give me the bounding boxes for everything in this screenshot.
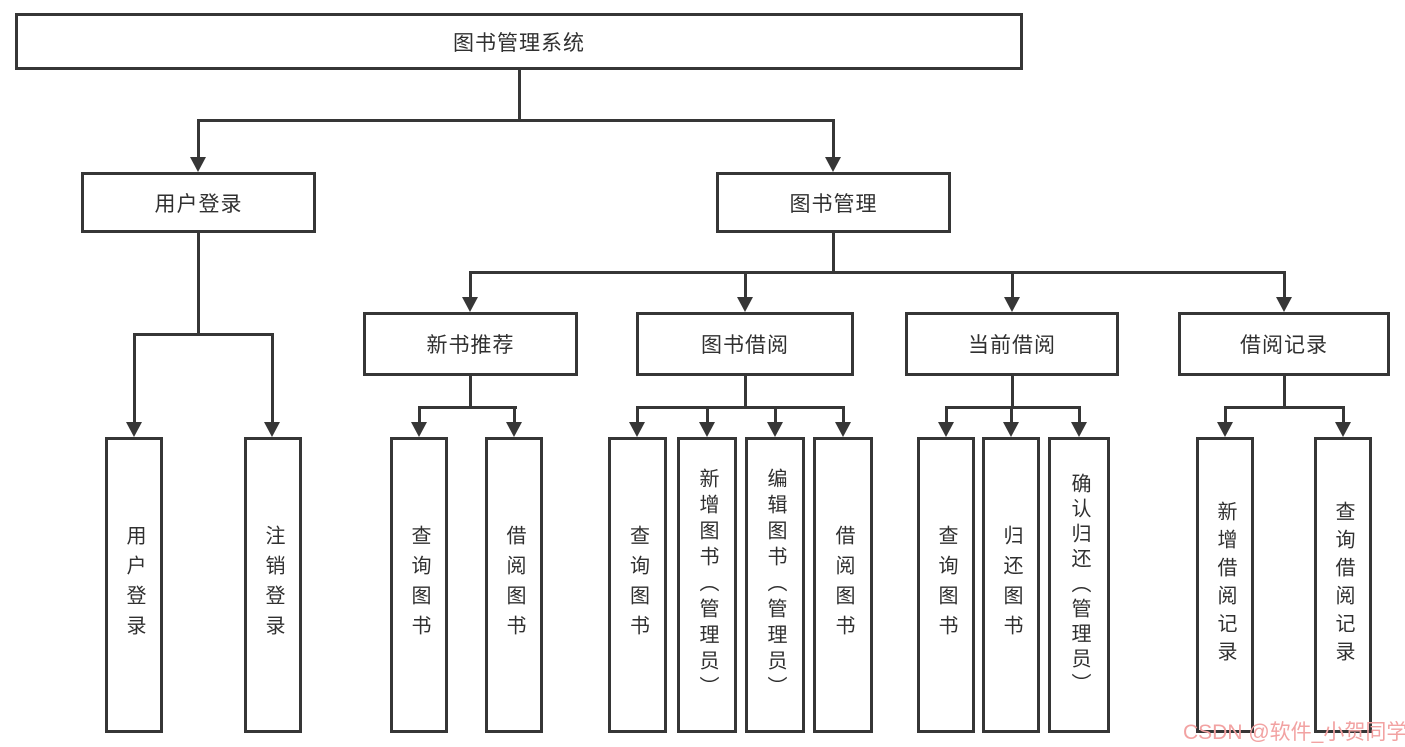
node-query-books-2: 查询图书 bbox=[608, 437, 667, 733]
node-query-books-3: 查询图书 bbox=[917, 437, 975, 733]
connector-drop-confirm-return bbox=[1078, 406, 1081, 424]
node-borrow-records-label: 借阅记录 bbox=[1240, 334, 1328, 357]
node-confirm-return-admin-label: 确认归还（管理员） bbox=[1068, 472, 1090, 698]
node-new-book-recommend-label: 新书推荐 bbox=[426, 334, 515, 357]
node-user-login: 用户登录 bbox=[81, 172, 316, 233]
connector-borrow-records-stub bbox=[1283, 376, 1286, 408]
connector-drop-add-book bbox=[706, 406, 709, 424]
node-query-borrow-record: 查询借阅记录 bbox=[1314, 437, 1372, 733]
connector-drop-book-borrow bbox=[744, 271, 747, 299]
node-book-borrow: 图书借阅 bbox=[636, 312, 854, 376]
arrowhead-borrow-records bbox=[1276, 297, 1292, 312]
connector-drop-borrow-books-1 bbox=[513, 406, 516, 424]
node-borrow-books-2: 借阅图书 bbox=[813, 437, 873, 733]
node-logout-label: 注销登录 bbox=[262, 525, 284, 645]
connector-drop-logout-leaf bbox=[271, 333, 274, 423]
arrowhead-borrow-books-2 bbox=[835, 422, 851, 437]
arrowhead-query-record bbox=[1335, 422, 1351, 437]
node-borrow-records: 借阅记录 bbox=[1178, 312, 1390, 376]
connector-drop-new-book bbox=[469, 271, 472, 299]
connector-book-management-stub bbox=[832, 233, 835, 273]
node-borrow-books-1: 借阅图书 bbox=[485, 437, 543, 733]
connector-level2-bar bbox=[197, 119, 835, 122]
connector-drop-borrow-books-2 bbox=[842, 406, 845, 424]
arrowhead-current-borrow bbox=[1004, 297, 1020, 312]
connector-drop-book-management bbox=[832, 119, 835, 158]
node-current-borrow: 当前借阅 bbox=[905, 312, 1119, 376]
connector-current-borrow-bar bbox=[945, 406, 1081, 409]
node-logout: 注销登录 bbox=[244, 437, 302, 733]
node-user-login-leaf: 用户登录 bbox=[105, 437, 163, 733]
arrowhead-query-books-2 bbox=[629, 422, 645, 437]
connector-drop-add-record bbox=[1224, 406, 1227, 424]
connector-drop-query-books-1 bbox=[418, 406, 421, 424]
arrowhead-book-management bbox=[825, 157, 841, 172]
connector-user-login-bar bbox=[133, 333, 274, 336]
node-add-book-admin: 新增图书（管理员） bbox=[677, 437, 737, 733]
node-query-books-1-label: 查询图书 bbox=[408, 525, 430, 645]
node-query-books-1: 查询图书 bbox=[390, 437, 448, 733]
node-return-book: 归还图书 bbox=[982, 437, 1040, 733]
connector-root-stub bbox=[518, 69, 521, 121]
node-return-book-label: 归还图书 bbox=[1000, 525, 1022, 645]
connector-drop-query-books-2 bbox=[636, 406, 639, 424]
arrowhead-logout-leaf bbox=[264, 422, 280, 437]
arrowhead-return-book bbox=[1003, 422, 1019, 437]
connector-new-book-bar bbox=[418, 406, 517, 409]
arrowhead-query-books-1 bbox=[411, 422, 427, 437]
arrowhead-edit-book bbox=[767, 422, 783, 437]
node-book-management-label: 图书管理 bbox=[789, 192, 878, 216]
node-borrow-books-2-label: 借阅图书 bbox=[832, 525, 854, 645]
arrowhead-confirm-return bbox=[1071, 422, 1087, 437]
connector-current-borrow-stub bbox=[1011, 376, 1014, 408]
node-root: 图书管理系统 bbox=[15, 13, 1023, 70]
node-book-management: 图书管理 bbox=[716, 172, 951, 233]
connector-book-borrow-stub bbox=[744, 376, 747, 408]
arrowhead-borrow-books-1 bbox=[506, 422, 522, 437]
connector-drop-current-borrow bbox=[1011, 271, 1014, 299]
arrowhead-query-books-3 bbox=[938, 422, 954, 437]
arrowhead-add-book bbox=[699, 422, 715, 437]
connector-drop-query-record bbox=[1342, 406, 1345, 424]
arrowhead-user-login bbox=[190, 157, 206, 172]
connector-new-book-stub bbox=[469, 376, 472, 408]
node-user-login-label: 用户登录 bbox=[154, 192, 243, 216]
connector-drop-login-leaf bbox=[133, 333, 136, 423]
node-root-label: 图书管理系统 bbox=[453, 31, 585, 55]
node-confirm-return-admin: 确认归还（管理员） bbox=[1048, 437, 1110, 733]
node-new-book-recommend: 新书推荐 bbox=[363, 312, 578, 376]
node-add-book-admin-label: 新增图书（管理员） bbox=[696, 468, 718, 702]
node-query-borrow-record-label: 查询借阅记录 bbox=[1332, 501, 1354, 669]
node-user-login-leaf-label: 用户登录 bbox=[123, 525, 145, 645]
node-borrow-books-1-label: 借阅图书 bbox=[503, 525, 525, 645]
node-edit-book-admin-label: 编辑图书（管理员） bbox=[764, 468, 786, 702]
connector-book-borrow-bar bbox=[636, 406, 844, 409]
node-add-borrow-record: 新增借阅记录 bbox=[1196, 437, 1254, 733]
node-query-books-3-label: 查询图书 bbox=[935, 525, 957, 645]
connector-drop-user-login bbox=[197, 119, 200, 158]
connector-borrow-records-bar bbox=[1224, 406, 1345, 409]
node-book-borrow-label: 图书借阅 bbox=[701, 334, 789, 357]
arrowhead-add-record bbox=[1217, 422, 1233, 437]
connector-user-login-stub bbox=[197, 233, 200, 335]
arrowhead-book-borrow bbox=[737, 297, 753, 312]
node-add-borrow-record-label: 新增借阅记录 bbox=[1214, 501, 1236, 669]
node-current-borrow-label: 当前借阅 bbox=[968, 334, 1056, 357]
node-query-books-2-label: 查询图书 bbox=[626, 525, 649, 645]
node-edit-book-admin: 编辑图书（管理员） bbox=[745, 437, 805, 733]
connector-drop-borrow-records bbox=[1283, 271, 1286, 299]
arrowhead-new-book bbox=[462, 297, 478, 312]
csdn-watermark: CSDN @软件_小贺同学 bbox=[1183, 721, 1405, 744]
connector-drop-edit-book bbox=[774, 406, 777, 424]
connector-drop-query-books-3 bbox=[945, 406, 948, 424]
connector-drop-return-book bbox=[1010, 406, 1013, 424]
arrowhead-login-leaf bbox=[126, 422, 142, 437]
connector-level3-bar bbox=[469, 271, 1285, 274]
